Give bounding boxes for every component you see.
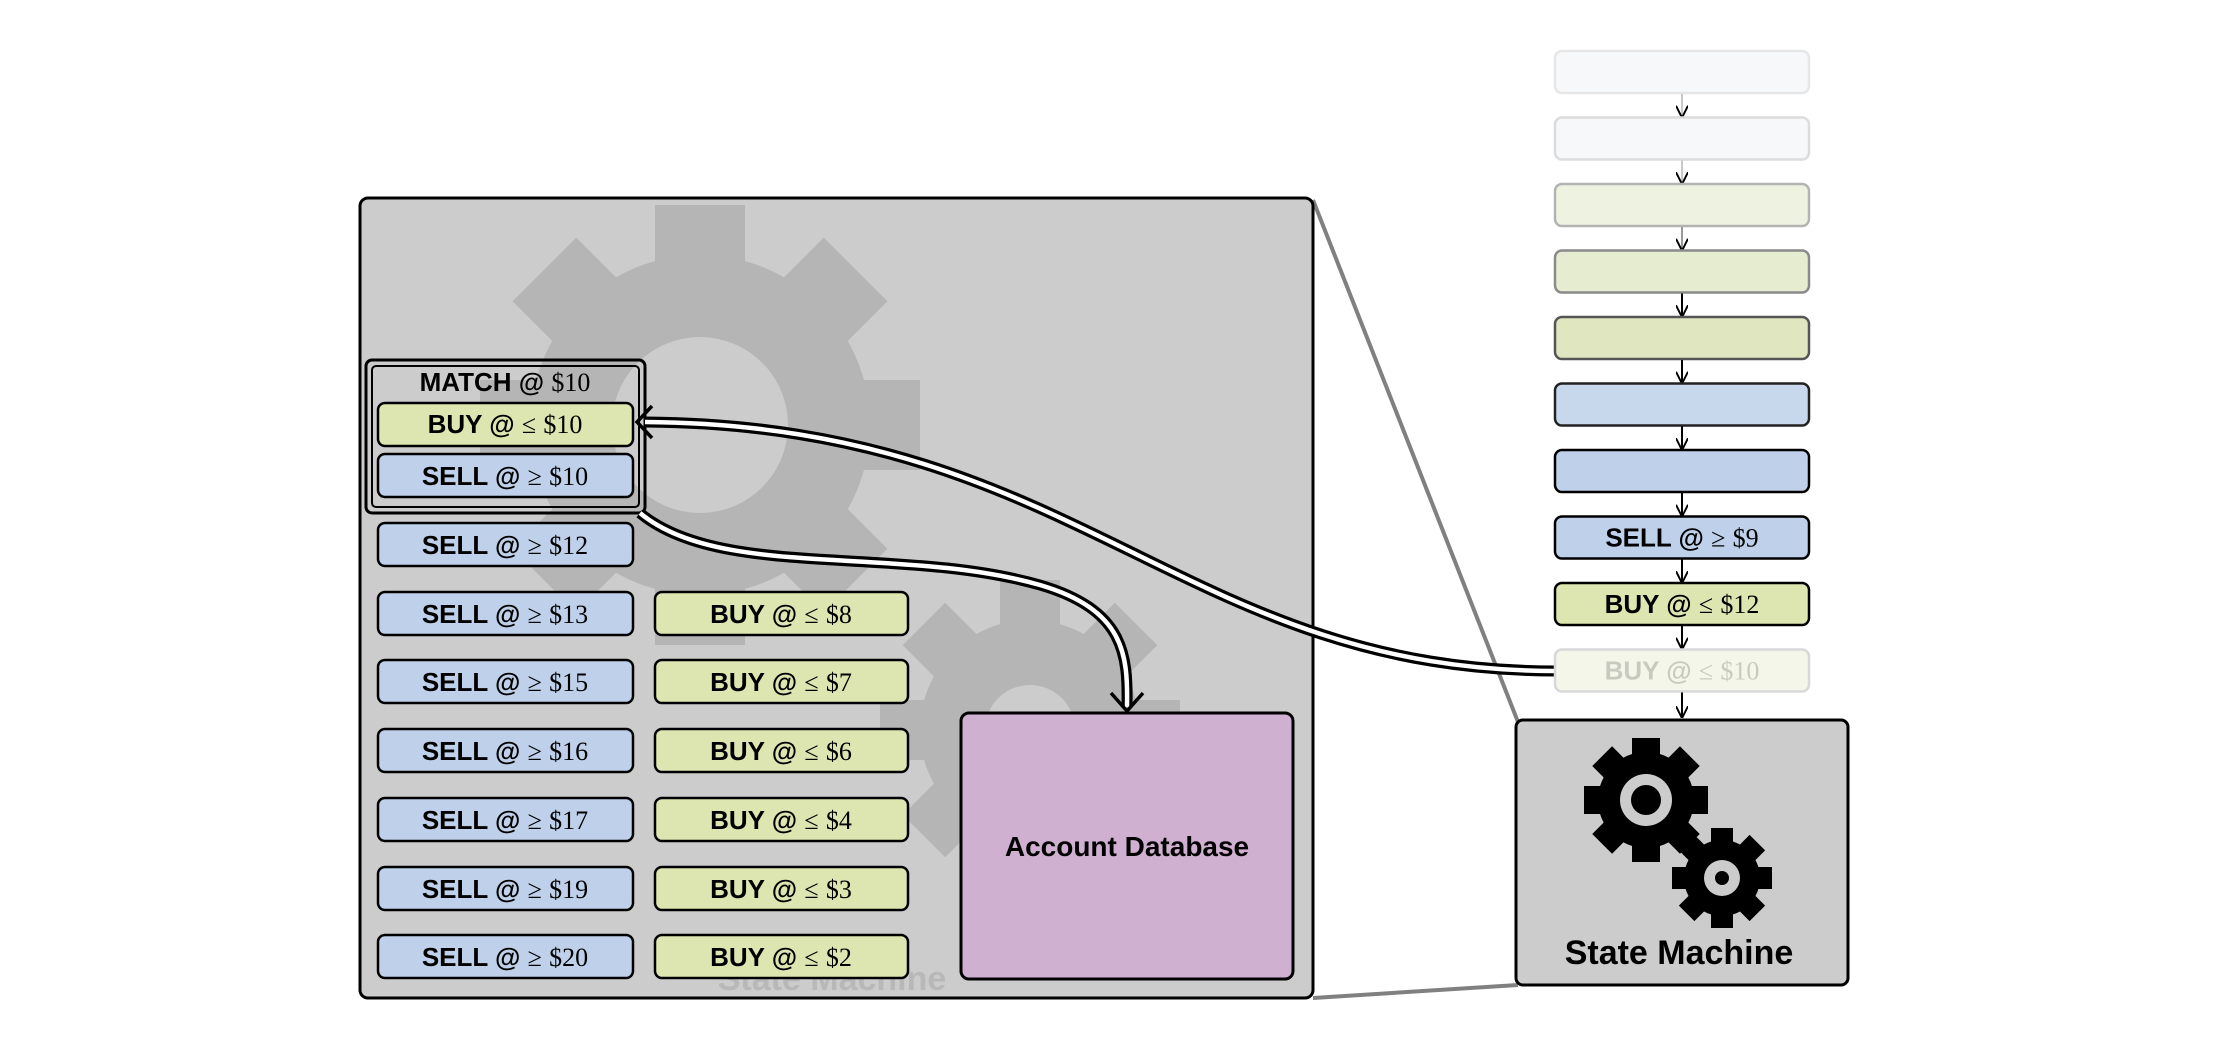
buy-order-label: BUY @ ≤ $2 — [710, 942, 852, 972]
buy-order-label: BUY @ ≤ $6 — [710, 736, 852, 766]
sell-order — [376, 521, 635, 568]
sell-order — [376, 933, 635, 980]
queue-item-box — [1553, 249, 1811, 294]
gears-icon — [1584, 738, 1772, 928]
queue-item-box — [1553, 515, 1811, 560]
buy-order-label: BUY @ ≤ $3 — [710, 874, 852, 904]
queue-item: BUY @ ≤ $12 — [1553, 581, 1811, 627]
queue-item-box — [1553, 315, 1811, 361]
queue-item — [1553, 249, 1811, 294]
sell-order-label: SELL @ ≥ $15 — [422, 667, 588, 697]
state-machine-label: State Machine — [1565, 934, 1794, 972]
queue-item-box — [1553, 448, 1811, 494]
queue-item-box — [1553, 648, 1811, 693]
buy-order-book: BUY @ ≤ $8 BUY @ ≤ $7 BUY @ ≤ $6 BUY @ ≤… — [653, 590, 910, 980]
sell-order — [376, 590, 635, 637]
queue-item — [1553, 116, 1811, 161]
queue-item — [1553, 182, 1811, 228]
matched-sell-order — [376, 452, 635, 499]
sell-order-label: SELL @ ≥ $12 — [422, 530, 588, 560]
account-database: Account Database — [959, 711, 1295, 981]
sell-order — [376, 865, 635, 912]
buy-order — [653, 796, 910, 843]
queue-item — [1553, 49, 1811, 95]
queue-item-box — [1553, 182, 1811, 228]
match-label: MATCH @ $10 — [420, 367, 591, 397]
arrow-queue-to-match — [634, 404, 1557, 677]
queue-item: BUY @ ≤ $10 — [1553, 648, 1811, 693]
sell-order-label: SELL @ ≥ $20 — [422, 942, 588, 972]
sell-order-label: SELL @ ≥ $19 — [422, 874, 588, 904]
queue-item-label: BUY @ ≤ $10 — [1605, 656, 1760, 686]
queue-item-label: SELL @ ≥ $9 — [1605, 523, 1758, 553]
queue-item — [1553, 448, 1811, 494]
sell-order — [376, 796, 635, 843]
matched-buy-label: BUY @ ≤ $10 — [428, 409, 583, 439]
queue-item — [1553, 382, 1811, 427]
queue-item-box — [1553, 581, 1811, 627]
queue-item-box — [1553, 116, 1811, 161]
buy-order-label: BUY @ ≤ $7 — [710, 667, 852, 697]
queue-item — [1553, 315, 1811, 361]
sell-order-label: SELL @ ≥ $13 — [422, 599, 588, 629]
sell-order-label: SELL @ ≥ $17 — [422, 805, 588, 835]
buy-order-label: BUY @ ≤ $8 — [710, 599, 852, 629]
buy-order — [653, 865, 910, 912]
state-machine-box: State Machine — [1514, 718, 1850, 987]
matched-buy-order — [376, 401, 635, 448]
zoomed-state-machine-panel: State Machine MATCH @ $10 BUY @ ≤ $10 SE… — [358, 196, 1315, 1000]
queue-item-box — [1553, 382, 1811, 427]
sell-order — [376, 727, 635, 774]
arrow-match-to-database — [636, 508, 1145, 714]
queue-item: SELL @ ≥ $9 — [1553, 515, 1811, 560]
buy-order — [653, 727, 910, 774]
match-group: MATCH @ $10 BUY @ ≤ $10 SELL @ ≥ $10 — [364, 358, 647, 515]
buy-order-label: BUY @ ≤ $4 — [710, 805, 852, 835]
sell-order — [376, 658, 635, 705]
buy-order — [653, 933, 910, 980]
sell-order-label: SELL @ ≥ $16 — [422, 736, 588, 766]
sell-order-book: SELL @ ≥ $12 SELL @ ≥ $13 SELL @ ≥ $15 S… — [376, 521, 635, 980]
queue-item-box — [1553, 49, 1811, 95]
zoom-lines — [1311, 199, 1520, 1000]
matched-sell-label: SELL @ ≥ $10 — [422, 461, 588, 491]
buy-order — [653, 590, 910, 637]
account-database-label: Account Database — [1005, 831, 1249, 862]
buy-order — [653, 658, 910, 705]
queue-item-label: BUY @ ≤ $12 — [1605, 589, 1760, 619]
